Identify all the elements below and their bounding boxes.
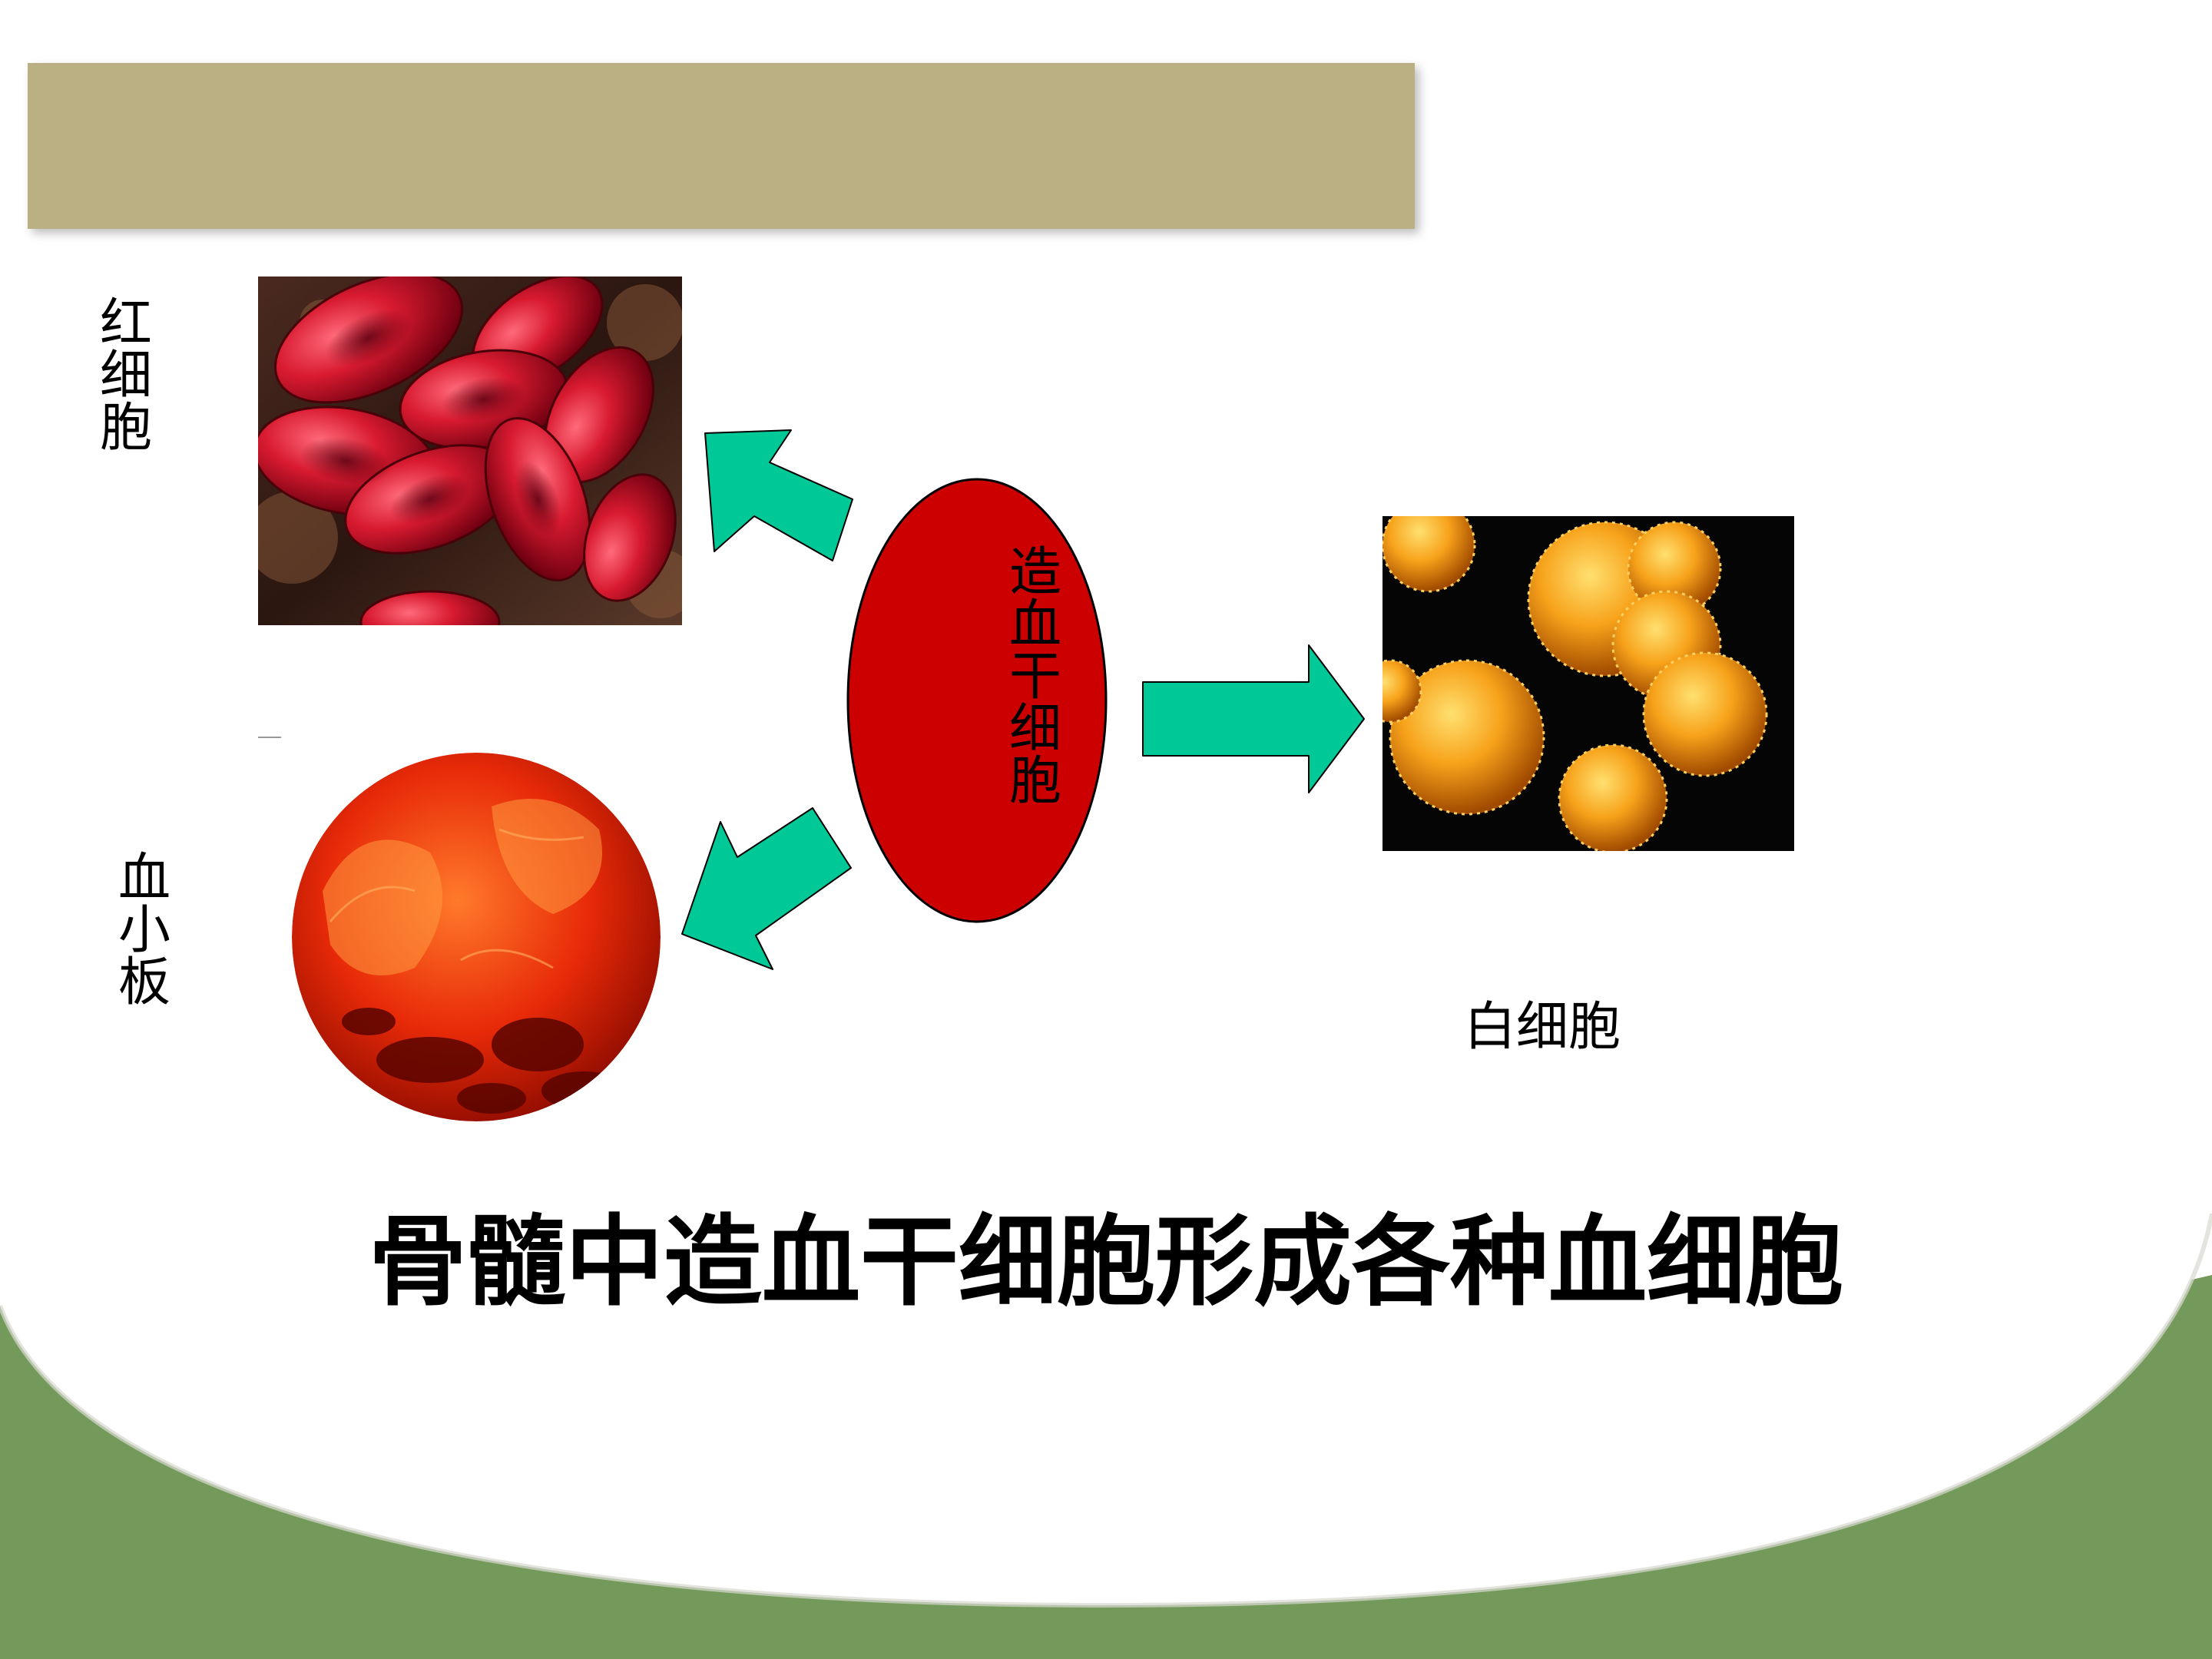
header-bar xyxy=(28,63,1415,229)
platelets-image xyxy=(292,753,661,1121)
arrow-to-platelets xyxy=(681,807,852,970)
red-blood-cell-label: 红细胞 xyxy=(99,293,152,459)
slide-caption: 骨髓中造血干细胞形成各种血细胞 xyxy=(368,1205,1843,1320)
white-blood-cell-label: 白细胞 xyxy=(1464,997,1621,1058)
white-blood-cells-image xyxy=(1382,516,1794,851)
arrow-to-white-blood-cells xyxy=(1142,644,1365,793)
stem-cell-label: 造血干细胞 xyxy=(1008,542,1061,812)
platelet-label: 血小板 xyxy=(118,848,171,1013)
arrow-to-red-blood-cells xyxy=(704,429,853,561)
red-blood-cells-image xyxy=(258,276,682,625)
stem-cell-ellipse xyxy=(846,478,1108,923)
white-arc xyxy=(0,0,2212,1605)
